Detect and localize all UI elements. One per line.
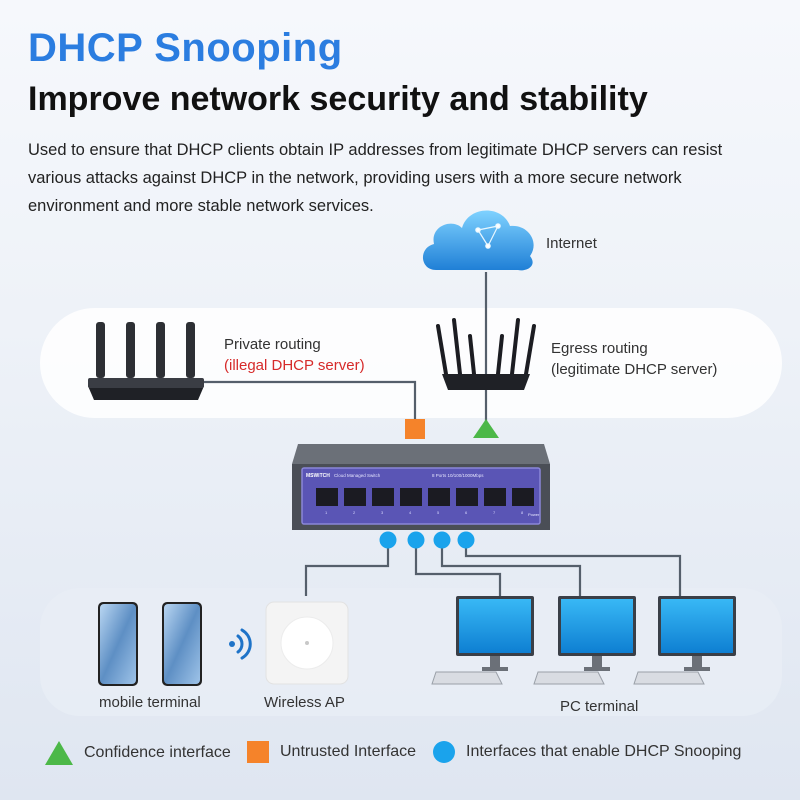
desktop-pc-icon — [533, 596, 636, 685]
egress-routing-label: Egress routing — [551, 340, 648, 357]
port-number: 3 — [381, 510, 384, 515]
page-subtitle: Improve network security and stability — [28, 80, 648, 118]
switch-model: Cloud Managed Switch — [334, 473, 381, 478]
access-point-icon — [265, 601, 349, 685]
legend-snooping-label: Interfaces that enable DHCP Snooping — [466, 743, 742, 760]
circle-icon — [433, 741, 455, 763]
triangle-icon — [45, 741, 73, 765]
internet-label: Internet — [546, 235, 597, 252]
legend-snooping: Interfaces that enable DHCP Snooping — [432, 740, 741, 764]
port-number: 1 — [325, 510, 328, 515]
pc-terminal-label: PC terminal — [560, 698, 639, 715]
switch-brand: MSWiTCH — [306, 473, 330, 479]
legend-untrusted-label: Untrusted Interface — [280, 743, 417, 760]
router-icon — [436, 318, 536, 390]
legend-untrusted: Untrusted Interface — [246, 740, 416, 764]
desktop-pc-icon — [431, 596, 534, 685]
port-number: 2 — [353, 510, 356, 515]
square-icon — [247, 741, 269, 763]
snooping-port-markers — [379, 531, 475, 549]
desktop-pc-icon — [633, 596, 736, 685]
router-icon — [88, 322, 204, 400]
legend-trusted-label: Confidence interface — [84, 744, 231, 761]
illegal-dhcp-label: (illegal DHCP server) — [224, 357, 365, 374]
description: Used to ensure that DHCP clients obtain … — [28, 141, 723, 215]
trusted-port-marker — [473, 419, 499, 438]
wireless-ap-label: Wireless AP — [264, 694, 345, 711]
port-number: 8 — [521, 510, 524, 515]
smartphone-icon — [98, 602, 138, 686]
port-number: 6 — [465, 510, 468, 515]
switch-power-label: Power — [528, 512, 540, 517]
port-number: 4 — [409, 510, 412, 515]
legitimate-dhcp-label: (legitimate DHCP server) — [551, 361, 718, 378]
port-number: 5 — [437, 510, 440, 515]
smartphone-icon — [162, 602, 202, 686]
port-number: 7 — [493, 510, 496, 515]
cloud-icon — [422, 210, 534, 271]
switch-icon: MSWiTCH Cloud Managed Switch 8 Ports 10/… — [292, 444, 550, 530]
mobile-terminal-label: mobile terminal — [99, 694, 201, 711]
untrusted-port-marker — [405, 419, 425, 439]
switch-ports-label: 8 Ports 10/100/1000Mbps — [432, 473, 484, 478]
page-title: DHCP Snooping — [28, 26, 343, 70]
legend-trusted: Confidence interface — [44, 740, 231, 766]
private-routing-label: Private routing — [224, 336, 321, 353]
wifi-icon — [229, 628, 252, 660]
